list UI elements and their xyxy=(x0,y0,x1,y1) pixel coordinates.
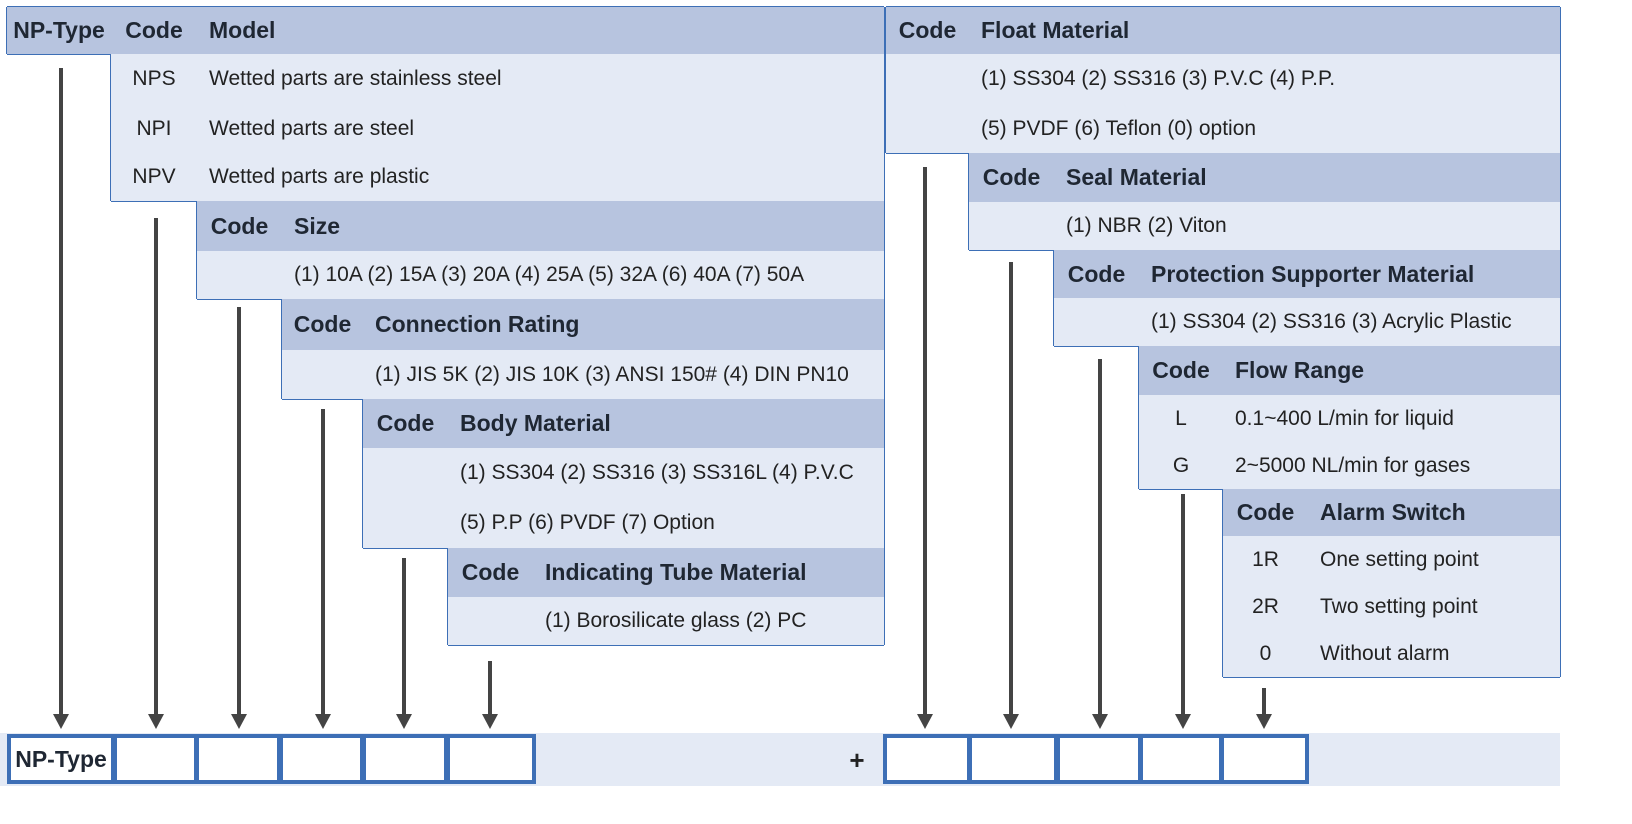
code-cell: NPV xyxy=(111,153,197,201)
code-box-left-4[interactable] xyxy=(362,734,448,784)
code-cell: L xyxy=(1139,395,1223,442)
code-header: Code xyxy=(1054,250,1139,298)
arrow-head xyxy=(231,714,247,729)
code-header: Code xyxy=(282,299,363,350)
arrow-head xyxy=(1003,714,1019,729)
section-title: Seal Material xyxy=(1054,153,1560,202)
code-cell xyxy=(1054,298,1139,346)
option-text: (1) SS304 (2) SS316 (3) P.V.C (4) P.P. xyxy=(969,54,1560,104)
section-title: Model xyxy=(197,7,884,54)
section-title: Float Material xyxy=(969,7,1560,54)
option-text: Wetted parts are plastic xyxy=(197,153,884,201)
code-cell: NPS xyxy=(111,54,197,104)
code-cell xyxy=(197,251,282,299)
option-text: 0.1~400 L/min for liquid xyxy=(1223,395,1560,442)
arrow-head xyxy=(396,714,412,729)
section-title: Connection Rating xyxy=(363,299,884,350)
code-cell: 0 xyxy=(1223,630,1308,677)
np-type-box: NP-Type xyxy=(7,734,115,784)
section-title: Body Material xyxy=(448,399,884,448)
code-cell xyxy=(886,104,969,153)
option-text: (1) NBR (2) Viton xyxy=(1054,202,1560,250)
section-title: Flow Range xyxy=(1223,346,1560,395)
code-box-right-5[interactable] xyxy=(1220,734,1309,784)
arrow-head xyxy=(1256,714,1272,729)
code-box-left-5[interactable] xyxy=(446,734,536,784)
code-header: Code xyxy=(886,7,969,54)
code-header: Code xyxy=(448,548,533,597)
code-cell xyxy=(363,448,448,497)
option-text: (1) SS304 (2) SS316 (3) SS316L (4) P.V.C xyxy=(448,448,884,497)
code-cell: 2R xyxy=(1223,584,1308,630)
option-text: Wetted parts are stainless steel xyxy=(197,54,884,104)
option-text: (5) PVDF (6) Teflon (0) option xyxy=(969,104,1560,153)
section-title: Alarm Switch xyxy=(1308,489,1560,536)
option-text: (1) 10A (2) 15A (3) 20A (4) 25A (5) 32A … xyxy=(282,251,884,299)
code-box-left-2[interactable] xyxy=(195,734,281,784)
arrow-head xyxy=(148,714,164,729)
arrow-head xyxy=(482,714,498,729)
code-cell xyxy=(448,597,533,645)
code-header: Code xyxy=(363,399,448,448)
code-cell: NPI xyxy=(111,104,197,153)
code-header: Code xyxy=(1223,489,1308,536)
option-text: (1) Borosilicate glass (2) PC xyxy=(533,597,884,645)
code-header: Code xyxy=(969,153,1054,202)
code-cell xyxy=(282,350,363,399)
code-header: Code xyxy=(111,7,197,54)
arrow-head xyxy=(315,714,331,729)
code-cell xyxy=(363,497,448,548)
code-cell xyxy=(969,202,1054,250)
np-type-header: NP-Type xyxy=(7,7,111,54)
arrow-head xyxy=(1175,714,1191,729)
code-box-right-4[interactable] xyxy=(1139,734,1223,784)
option-text: (5) P.P (6) PVDF (7) Option xyxy=(448,497,884,548)
code-box-right-3[interactable] xyxy=(1056,734,1142,784)
option-text: Without alarm xyxy=(1308,630,1560,677)
code-box-left-1[interactable] xyxy=(113,734,198,784)
code-cell: 1R xyxy=(1223,536,1308,584)
section-title: Size xyxy=(282,201,884,251)
plus-sign: + xyxy=(849,744,865,775)
option-text: Wetted parts are steel xyxy=(197,104,884,153)
option-text: (1) JIS 5K (2) JIS 10K (3) ANSI 150# (4)… xyxy=(363,350,884,399)
code-box-right-2[interactable] xyxy=(968,734,1058,784)
arrow-head xyxy=(1092,714,1108,729)
arrow-head xyxy=(917,714,933,729)
option-text: Two setting point xyxy=(1308,584,1560,630)
arrow-head xyxy=(53,714,69,729)
option-text: (1) SS304 (2) SS316 (3) Acrylic Plastic xyxy=(1139,298,1560,346)
option-text: One setting point xyxy=(1308,536,1560,584)
section-title: Indicating Tube Material xyxy=(533,548,884,597)
option-text: 2~5000 NL/min for gases xyxy=(1223,442,1560,489)
code-header: Code xyxy=(197,201,282,251)
section-title: Protection Supporter Material xyxy=(1139,250,1560,298)
code-cell xyxy=(886,54,969,104)
code-box-right-1[interactable] xyxy=(883,734,971,784)
code-header: Code xyxy=(1139,346,1223,395)
code-cell: G xyxy=(1139,442,1223,489)
code-box-left-3[interactable] xyxy=(279,734,364,784)
